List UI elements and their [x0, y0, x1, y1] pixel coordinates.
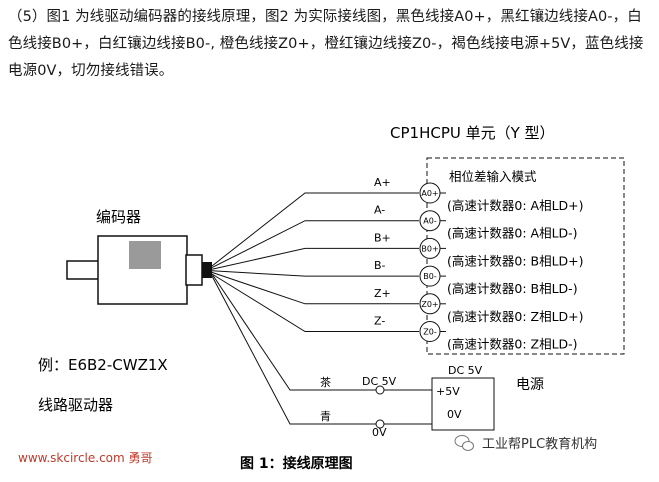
plus5v-label: +5V: [436, 385, 460, 398]
terminal-label: Z0+: [421, 300, 438, 309]
wire-label: Z-: [374, 315, 385, 328]
encoder-window: [129, 241, 161, 269]
brown-wire-label: 茶: [320, 376, 331, 389]
signal-description: (高速计数器0: Z相LD-): [447, 337, 578, 352]
mode-label: 相位差输入模式: [449, 169, 537, 184]
signal-wire: [211, 271, 419, 305]
signal-description: (高速计数器0: A相LD-): [447, 226, 578, 241]
signal-description: (高速计数器0: B相LD+): [447, 253, 584, 268]
power-supply-box: [431, 377, 495, 431]
blue-wire-label: 青: [320, 410, 331, 423]
terminal-label: Z0-: [423, 328, 437, 337]
dc5v-left-label: DC 5V: [362, 375, 397, 388]
wire-label: B-: [374, 259, 386, 272]
example-label: 例：E6B2-CWZ1X: [38, 356, 168, 374]
figure-caption: 图 1：接线原理图: [240, 455, 353, 472]
wire-label: A-: [374, 204, 385, 217]
signal-description: (高速计数器0: A相LD+): [447, 198, 584, 213]
signal-wires: A0+ A+ (高速计数器0: A相LD+) A0- A- (高速计数器0: A相LD-)…: [211, 176, 584, 352]
signal-wire: [211, 247, 419, 270]
watermark-url: www.skcircle.com 勇哥: [18, 451, 153, 465]
encoder-label: 编码器: [96, 208, 141, 226]
wire-label: A+: [374, 176, 391, 189]
power-label: 电源: [516, 377, 544, 393]
terminal-label: A0+: [421, 189, 438, 198]
intro-paragraph: （5）图1 为线驱动编码器的接线原理，图2 为实际接线图，黑色线接A0+，黑红镶…: [8, 9, 644, 79]
terminal-label: A0-: [423, 217, 437, 226]
driver-label: 线路驱动器: [38, 396, 113, 414]
watermark-brand: 工业帮PLC教育机构: [482, 436, 597, 452]
signal-wire: [211, 270, 419, 277]
signal-wire: [211, 220, 419, 269]
wire-label: B+: [374, 231, 391, 244]
wechat-icon: [454, 435, 474, 451]
terminal-label: B0-: [423, 272, 437, 281]
encoder-body: [66, 235, 212, 305]
zero-left-label: 0V: [372, 426, 387, 439]
signal-description: (高速计数器0: Z相LD+): [447, 309, 584, 324]
terminal-label: B0+: [421, 244, 438, 253]
signal-description: (高速计数器0: B相LD-): [447, 281, 578, 296]
power-wiring: [211, 273, 495, 431]
signal-wire: [211, 192, 419, 267]
unit-title: CP1HCPU 单元（Y 型）: [390, 124, 555, 142]
wire-label: Z+: [374, 287, 391, 300]
signal-wire: [211, 273, 419, 332]
power-box-title: DC 5V: [448, 364, 483, 377]
zero-label: 0V: [447, 408, 462, 421]
